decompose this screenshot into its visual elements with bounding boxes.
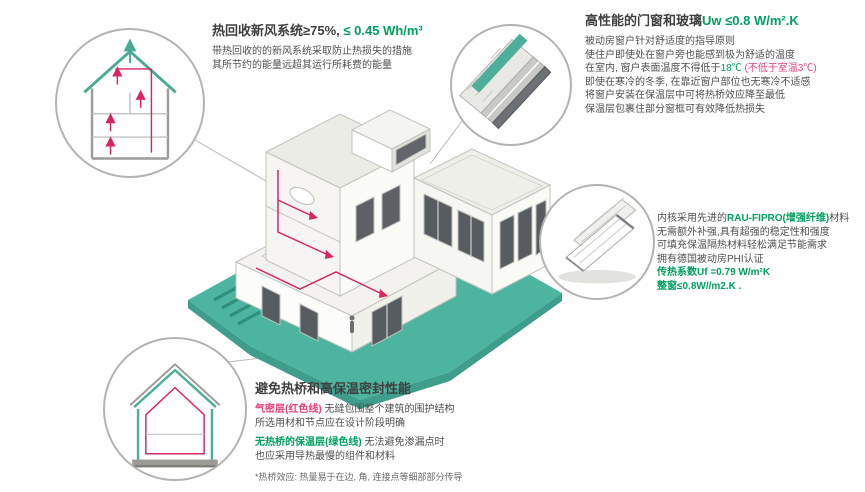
profile-line-1c: 材料: [829, 213, 850, 224]
windows-text-block: 高性能的门窗和玻璃Uw ≤0.8 W/m².K 被动房窗户针对舒适度的指导原则 …: [585, 10, 817, 116]
thermal-airtight-label: 气密层(红色线): [255, 404, 322, 415]
windows-line-5: 将窗户安装在保温层中可将热桥效应降至最低: [585, 90, 785, 101]
profile-line-4: 拥有德国被动房PHI认证: [657, 253, 764, 265]
profile-line-2: 无需额外补强,具有超强的稳定性和强度: [657, 226, 830, 238]
thermal-text-block: 避免热桥和高保温密封性能 气密层(红色线) 无缝包围整个建筑的围护结构 所选用材…: [255, 378, 463, 483]
ventilation-desc-2: 其所节约的能量远超其运行所耗费的能量: [212, 59, 392, 71]
thermal-insulation-label: 无热桥的保温层(绿色线): [255, 437, 362, 448]
ventilation-section-illustration: [83, 38, 177, 160]
profile-line-3: 可填充保温隔热材料轻松满足节能需求: [657, 240, 827, 251]
profile-line-1a: 内核采用先进的: [657, 213, 727, 224]
windows-title: 高性能的门窗和玻璃Uw ≤0.8 W/m².K: [585, 10, 817, 29]
person-figure: [349, 315, 355, 333]
windows-line-3c: (不低于室温3℃): [741, 63, 817, 74]
ventilation-inset: [55, 28, 205, 178]
window-profile-illustration: [558, 197, 637, 284]
thermal-line-3b: 无法避免渗漏点时: [361, 437, 445, 448]
thermal-title: 避免热桥和高保温密封性能: [255, 381, 412, 396]
windows-line-2: 使住户即使处在窗户旁也能感到极为舒适的温度: [585, 49, 795, 61]
bathtub: [289, 187, 315, 205]
window-detail-illustration: [459, 33, 552, 130]
house-body: [234, 109, 552, 353]
thermal-line-1b: 无缝包围整个建筑的围护结构: [321, 404, 455, 415]
duct-arrows: [309, 211, 388, 298]
ventilation-title: 热回收新风系统≥75%, ≤ 0.45 Wh/m³: [212, 20, 423, 39]
ventilation-ducts: [255, 170, 381, 294]
ventilation-title-value: ≤ 0.45 Wh/m³: [343, 23, 423, 38]
windows-line-3: 在室内, 窗户表面温度不得低于18℃ (不低于室温3℃): [585, 62, 817, 76]
thermal-line-2: 所选用材和节点应在设计阶段明确: [255, 417, 405, 429]
profile-text-block: 内核采用先进的RAU-FIPRO(增强纤维)材料 无需额外补强,具有超强的稳定性…: [657, 212, 849, 293]
ventilation-text-block: 热回收新风系统≥75%, ≤ 0.45 Wh/m³ 带热回收的的新风系统采取防止…: [212, 20, 423, 72]
profile-line-1b: RAU-FIPRO(增强纤维): [727, 213, 830, 224]
windows-line-6: 保温层包裹住部分窗框可有效降低热损失: [585, 103, 765, 115]
supply-air-arrows: [105, 66, 146, 155]
exhaust-air-arrow: [123, 38, 137, 64]
windows-line-3b: 18℃: [720, 63, 742, 74]
windows-title-main: 高性能的门窗和玻璃: [585, 13, 703, 28]
windows-line-3a: 在室内, 窗户表面温度不得低于: [585, 63, 721, 74]
windows-line-1: 被动房窗户针对舒适度的指导原则: [585, 36, 735, 47]
window-detail-inset: [450, 24, 572, 146]
profile-uw-value: 整窗≤0.8W//m2.K .: [657, 280, 742, 292]
terrace-steps: [213, 286, 261, 326]
thermal-footnote: *热桥效应: 热量易于在边, 角, 连接点等细部部分传导: [255, 472, 463, 482]
profile-inset: [539, 184, 655, 300]
thermal-line-1: 气密层(红色线) 无缝包围整个建筑的围护结构: [255, 403, 463, 417]
windows-title-value: Uw ≤0.8 W/m².K: [702, 13, 799, 28]
profile-uf-value: 传热系数Uf =0.79 W/m²K: [657, 267, 771, 278]
ventilation-title-main: 热回收新风系统≥75%,: [212, 23, 344, 38]
thermal-line-4: 也应采用导热最慢的组件和材料: [255, 450, 395, 462]
thermal-line-3: 无热桥的保温层(绿色线) 无法避免渗漏点时: [255, 436, 463, 450]
profile-line-1: 内核采用先进的RAU-FIPRO(增强纤维)材料: [657, 212, 849, 226]
thermal-inset: [103, 337, 247, 481]
ventilation-desc-1: 带热回收的的新风系统采取防止热损失的措施: [212, 46, 412, 57]
airtight-section-illustration: [126, 362, 224, 468]
windows-line-4: 即使在寒冷的冬季, 在靠近窗户部位也无寒冷不适感: [585, 76, 811, 88]
